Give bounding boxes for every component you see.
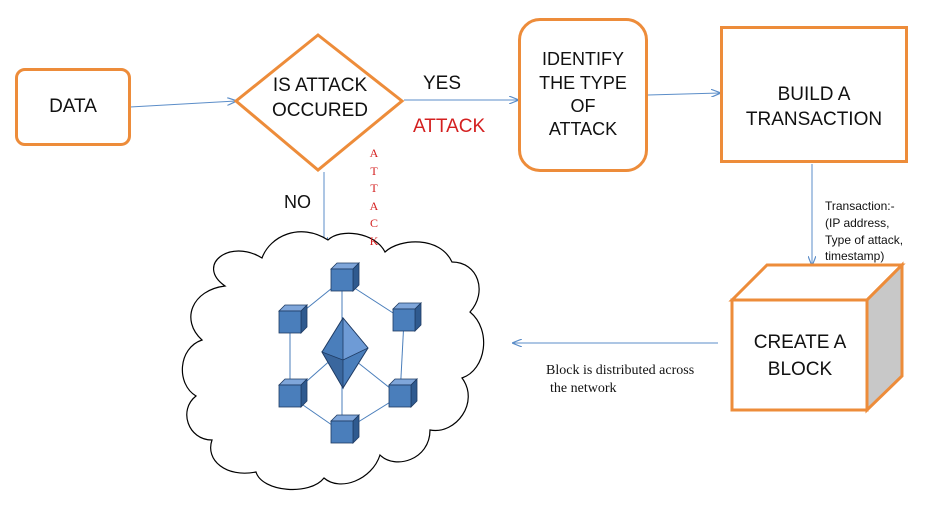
identify-line: THE TYPE <box>539 72 627 93</box>
transaction-note: Transaction:- (IP address, Type of attac… <box>825 198 903 265</box>
block-line: CREATE A <box>753 332 847 353</box>
create-block-label: CREATE A BLOCK <box>735 330 865 383</box>
distributed-note: Block is distributed across the network <box>546 362 694 398</box>
arrow-data-to-decision <box>129 101 236 108</box>
transaction-line: Transaction:- <box>825 199 895 213</box>
create-block-box <box>728 261 906 414</box>
data-box: DATA <box>15 68 131 146</box>
attack-vertical-letter: C <box>369 216 378 230</box>
attack-vertical-letter: A <box>369 146 379 160</box>
attack-vertical-letter: T <box>370 181 378 195</box>
identify-attack-box: IDENTIFY THE TYPE OF ATTACK <box>518 18 648 172</box>
attack-vertical-label: A T T A C K <box>368 145 380 250</box>
build-line: BUILD A <box>777 83 851 105</box>
arrow-identify-to-build <box>647 93 720 95</box>
identify-line: ATTACK <box>548 119 618 140</box>
network-center-node <box>321 316 369 390</box>
network-node-cube <box>392 302 422 332</box>
build-line: TRANSACTION <box>745 108 883 130</box>
transaction-line: Type of attack, <box>825 232 904 247</box>
identify-line: IDENTIFY <box>541 49 624 70</box>
transaction-line: timestamp) <box>825 249 885 264</box>
network-node-cube <box>278 304 308 334</box>
attack-vertical-letter: T <box>370 163 378 178</box>
block-line: BLOCK <box>767 358 833 380</box>
network-node-cube <box>388 378 418 408</box>
transaction-line: (IP address, <box>825 215 890 230</box>
decision-line-2: OCCURED <box>271 99 369 121</box>
attack-vertical-letter: K <box>369 233 379 248</box>
attack-vertical-letter: A <box>369 198 379 213</box>
network-node-cube <box>330 262 360 292</box>
build-transaction-box: BUILD A TRANSACTION <box>720 26 908 163</box>
network-node-cube <box>278 378 308 408</box>
data-label: DATA <box>49 95 97 117</box>
distributed-line: the network <box>550 381 617 397</box>
attack-label: ATTACK <box>413 116 486 137</box>
decision-label: IS ATTACK OCCURED <box>250 74 390 123</box>
decision-line-1: IS ATTACK <box>272 75 368 96</box>
no-label: NO <box>284 192 311 212</box>
yes-label: YES <box>423 73 462 94</box>
identify-line: OF <box>570 96 596 116</box>
network-node-cube <box>330 414 360 444</box>
distributed-line: Block is distributed across <box>546 363 695 378</box>
decision-diamond <box>233 33 405 172</box>
